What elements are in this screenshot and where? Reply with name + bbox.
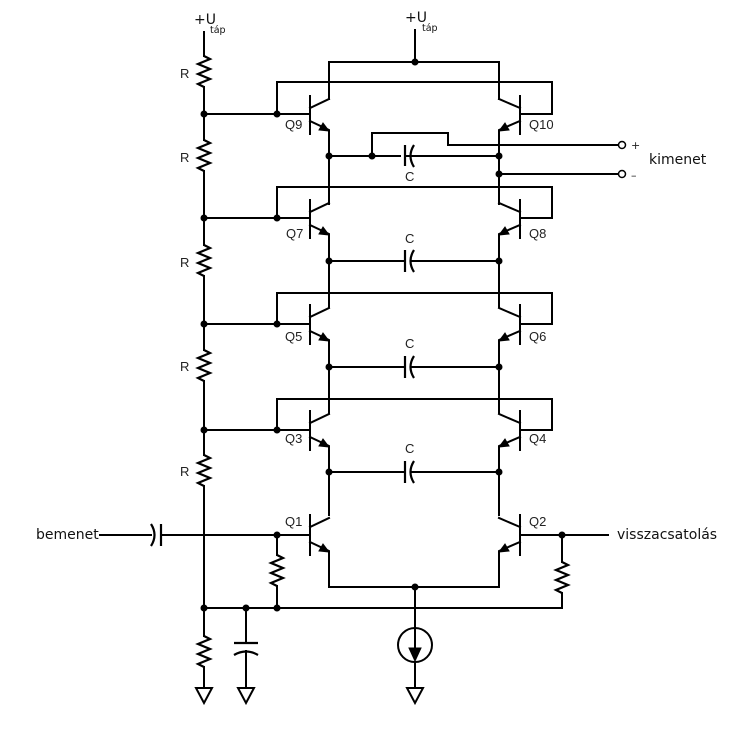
- transistor-icon: [497, 410, 522, 457]
- resistor-icon: [195, 454, 213, 487]
- supply-label-center: +U táp: [405, 10, 438, 34]
- supply-left-main: +U: [194, 12, 216, 28]
- resistor-label: R: [180, 150, 189, 165]
- transistor-pair-q9-q10: Q9 Q10 C + – kimenet: [203, 81, 707, 184]
- capacitor-label: C: [405, 169, 414, 184]
- transistor-pair-q1-q2: bemenet Q1 Q2 visszacsat: [36, 514, 717, 609]
- transistor-icon: [308, 410, 331, 457]
- supply-label-left: +U táp: [194, 12, 226, 36]
- bias-resistor-chain: R R R R R: [180, 31, 213, 689]
- resistor-icon: [553, 561, 571, 594]
- current-source: [397, 586, 433, 689]
- transistor-icon: [497, 95, 522, 141]
- capacitor-label: C: [405, 231, 414, 246]
- resistor-icon: [268, 554, 286, 587]
- ground-icon: [236, 687, 256, 706]
- ground-icon: [194, 687, 214, 706]
- arrow-down-icon: [408, 647, 422, 663]
- resistor-label: R: [180, 359, 189, 374]
- transistor-label-q2: Q2: [529, 514, 546, 529]
- transistor-label-q3: Q3: [285, 431, 302, 446]
- bias-node: [203, 604, 563, 689]
- transistor-icon: [308, 199, 331, 245]
- resistor-icon: [195, 55, 213, 88]
- ground-icon: [405, 687, 425, 706]
- output-plus-terminal[interactable]: [617, 140, 627, 150]
- transistor-label-q9: Q9: [285, 117, 302, 132]
- transistor-icon: [497, 304, 522, 351]
- transistor-label-q7: Q7: [286, 226, 303, 241]
- resistor-icon: [195, 635, 213, 668]
- transistor-label-q6: Q6: [529, 329, 546, 344]
- output-minus-label: –: [631, 169, 637, 182]
- transistor-label-q10: Q10: [529, 117, 554, 132]
- transistor-label-q1: Q1: [285, 514, 302, 529]
- supply-center-main: +U: [405, 10, 427, 26]
- transistor-icon: [308, 514, 331, 588]
- resistor-label: R: [180, 255, 189, 270]
- input-label: bemenet: [36, 527, 99, 543]
- capacitor-icon: [150, 523, 156, 547]
- feedback-label: visszacsatolás: [617, 527, 717, 543]
- resistor-icon: [195, 139, 213, 172]
- supply-left-sub: táp: [210, 25, 226, 36]
- resistor-label: R: [180, 464, 189, 479]
- supply-center-sub: táp: [422, 23, 438, 34]
- transistor-icon: [308, 95, 331, 141]
- output-label: kimenet: [649, 152, 707, 168]
- output-minus-terminal[interactable]: [617, 169, 627, 179]
- transistor-label-q5: Q5: [285, 329, 302, 344]
- resistor-icon: [195, 349, 213, 382]
- output-plus-label: +: [631, 139, 640, 152]
- capacitor-label: C: [405, 441, 414, 456]
- transistor-icon: [308, 304, 331, 351]
- ground-symbols: [194, 687, 425, 706]
- supply-rail: [328, 29, 500, 83]
- transistor-label-q4: Q4: [529, 431, 546, 446]
- transistor-label-q8: Q8: [529, 226, 546, 241]
- resistor-label: R: [180, 66, 189, 81]
- resistor-icon: [195, 244, 213, 277]
- transistor-icon: [497, 199, 522, 245]
- capacitor-label: C: [405, 336, 414, 351]
- transistor-icon: [497, 514, 522, 588]
